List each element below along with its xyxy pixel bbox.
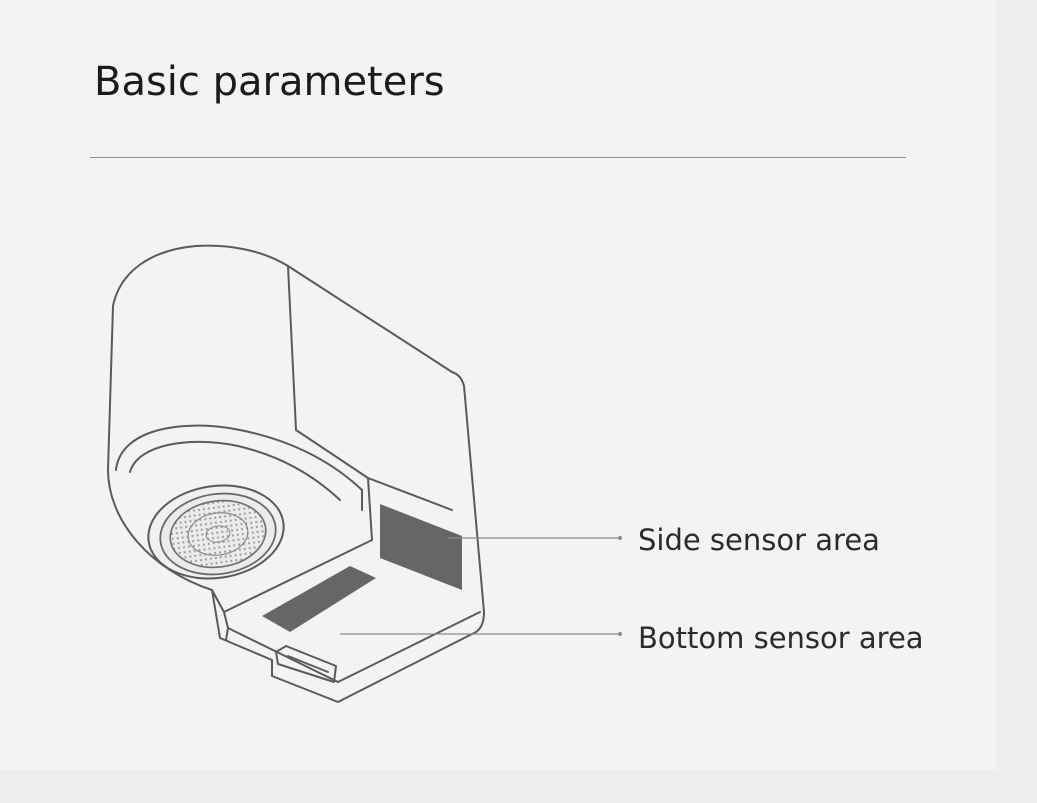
device-body [107,244,485,703]
outlet-ring-outer [115,424,363,511]
bottom-sensor-window [262,566,376,632]
bottom-sensor-leader-dot [618,632,622,636]
bottom-tab-inner [287,655,329,673]
block-top-edge [295,429,453,511]
block-side-edge [367,477,373,541]
aerator-center [205,525,231,543]
title-divider [90,157,906,158]
body-outline [107,244,485,703]
bottom-plate-lip [225,627,229,641]
page-title: Basic parameters [94,59,445,105]
aerator-mesh-inner [187,512,249,556]
faucet-sensor-diagram [107,244,622,703]
side-sensor-label: Side sensor area [638,523,880,557]
bottom-tab [275,645,337,683]
bottom-sensor-label: Bottom sensor area [638,621,924,655]
aerator [147,484,285,580]
aerator-mesh [169,499,267,569]
outlet-ring-mid [129,440,341,501]
bottom-plate-back [223,611,481,683]
content-panel: Basic parameters [90,59,924,703]
side-sensor-window [380,504,462,590]
body-seam [287,265,297,431]
callout-lines [340,537,618,635]
side-sensor-leader-dot [618,536,622,540]
